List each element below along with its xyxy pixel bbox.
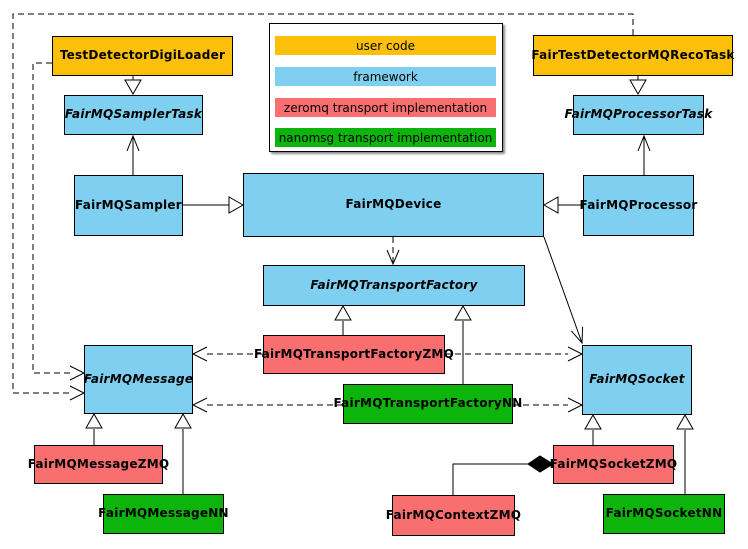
class-fairmqdevice: FairMQDevice <box>243 173 544 237</box>
class-fairmqtransportfactoryzmq: FairMQTransportFactoryZMQ <box>254 335 454 374</box>
edge-tfnn-transportfactory <box>454 304 472 384</box>
edge-recotask-processortask <box>629 76 647 96</box>
class-fairmqsamplertask: FairMQSamplerTask <box>64 95 203 135</box>
class-fairmqmessagezmq: FairMQMessageZMQ <box>28 445 169 484</box>
edge-tfzmq-message <box>191 346 263 362</box>
class-fairmqsocketnn: FairMQSocketNN <box>603 494 725 534</box>
edge-socketzmq-socket <box>584 413 602 445</box>
edge-processor-device <box>542 196 583 214</box>
class-fairmqprocessortask: FairMQProcessorTask <box>565 95 712 135</box>
edge-sampler-samplertask <box>126 134 140 175</box>
edge-tfzmq-socket <box>445 346 584 362</box>
class-fairmqsocketzmq: FairMQSocketZMQ <box>550 445 677 484</box>
class-fairmqcontextzmq: FairMQContextZMQ <box>386 495 521 536</box>
edge-sampler-device <box>183 196 245 214</box>
class-fairmqtransportfactory: FairMQTransportFactory <box>263 265 525 306</box>
edge-tfnn-socket <box>513 397 584 413</box>
legend-item-nanomsg: nanomsg transport implementation <box>275 128 496 147</box>
edge-socketnn-socket <box>676 413 694 494</box>
edge-digiloader-samplertask <box>124 76 142 96</box>
edge-tfnn-message <box>191 397 343 413</box>
class-fairtestdetectormqrecotask: FairTestDetectorMQRecoTask <box>531 35 734 76</box>
legend-item-zeromq: zeromq transport implementation <box>275 98 496 117</box>
edge-messagenn-message <box>174 412 192 494</box>
class-testdetectordigiloader: TestDetectorDigiLoader <box>52 36 233 76</box>
class-fairmqsocket: FairMQSocket <box>582 345 692 415</box>
edge-tfzmq-transportfactory <box>334 304 352 335</box>
edge-device-transportfactory <box>386 237 400 266</box>
class-fairmqtransportfactorynn: FairMQTransportFactoryNN <box>333 384 522 424</box>
class-fairmqsampler: FairMQSampler <box>74 175 183 236</box>
class-fairmqprocessor: FairMQProcessor <box>579 175 697 236</box>
edge-device-socket <box>543 236 584 345</box>
class-fairmqmessage: FairMQMessage <box>84 345 193 414</box>
legend-item-framework: framework <box>275 67 496 86</box>
legend: user code framework zeromq transport imp… <box>269 23 503 152</box>
legend-item-user-code: user code <box>275 36 496 55</box>
edge-messagezmq-message <box>85 412 103 445</box>
edge-contextzmq-socketzmq <box>452 455 554 495</box>
class-fairmqmessagenn: FairMQMessageNN <box>98 494 229 534</box>
edge-processor-processortask <box>637 134 651 175</box>
